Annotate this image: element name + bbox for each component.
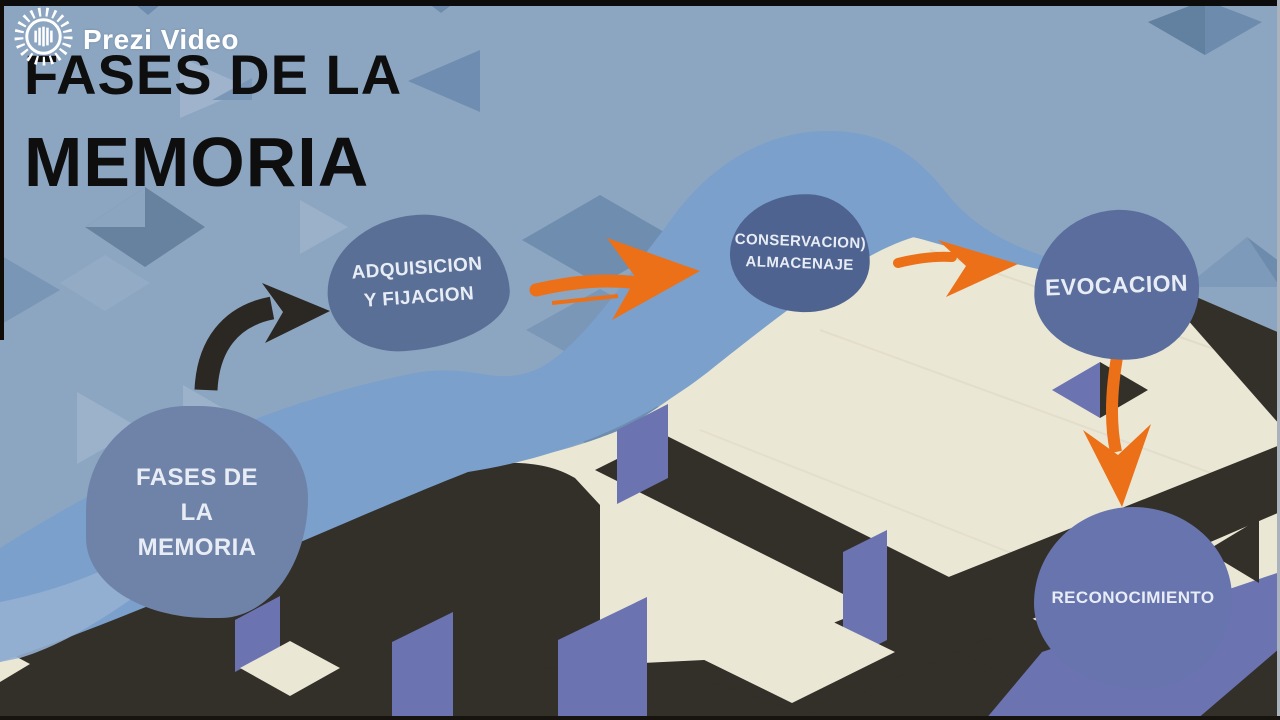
frame-top-edge	[0, 0, 1280, 6]
orange-arrow-adquisicion-to-conservacion	[529, 238, 700, 320]
node-label-line: EVOCACION	[1044, 269, 1189, 301]
node-reconocimiento: RECONOCIMIENTO	[1034, 507, 1232, 689]
node-label-line: RECONOCIMIENTO	[1051, 588, 1215, 607]
frame-left-edge	[0, 0, 4, 340]
node-label-line: ALMACENAJE	[745, 253, 854, 274]
prezi-logo-icon	[14, 7, 73, 66]
node-label-line: MEMORIA	[137, 533, 257, 561]
orange-arrow-conservacion-to-evocacion	[893, 240, 1018, 297]
isometric-maze	[0, 237, 1280, 720]
prezi-brand-text: Prezi Video	[83, 24, 239, 55]
frame-bottom-edge	[0, 716, 1280, 720]
orange-arrow-evocacion-to-reconocimiento	[1083, 355, 1151, 507]
slide-title-line2: MEMORIA	[24, 123, 370, 201]
frame-right-edge	[1277, 0, 1280, 720]
prezi-video-watermark: Prezi Video	[12, 6, 239, 69]
node-fases-de-la-memoria: FASES DE LA MEMORIA	[86, 406, 308, 618]
slide-title-line1: FASES DE LA	[24, 43, 403, 106]
node-label-line: Y FIJACION	[363, 282, 475, 312]
black-curved-arrow	[194, 283, 330, 391]
node-label-line: FASES DE	[136, 463, 258, 491]
node-label-line: LA	[180, 498, 214, 526]
